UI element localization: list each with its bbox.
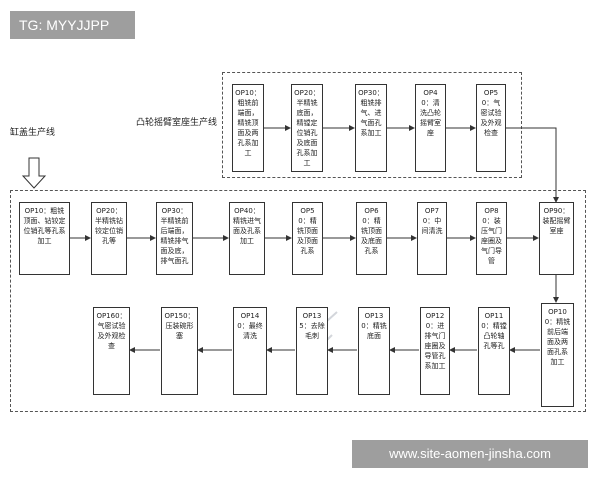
process-box-op60: OP60：精铣顶面及底面孔系 <box>356 202 387 275</box>
process-box-op90: OP90：装配摇臂室座 <box>539 202 574 275</box>
process-box-op20: OP20：半精铣钻铰定位销孔等 <box>91 202 127 275</box>
process-box-top-op30: OP30：粗铣排气、进气面孔系加工 <box>355 84 387 172</box>
process-box-top-op40: OP40：清洗凸轮摇臂室座 <box>415 84 446 172</box>
process-box-op130: OP130：精铣底面 <box>358 307 390 395</box>
process-box-top-op50: OP50：气密试验及外观检查 <box>476 84 506 172</box>
camshaft-line-label: 凸轮摇臂室座生产线 <box>136 118 218 128</box>
process-box-top-op20: OP20：半精铣底面，精镗定位销孔及底面孔系加工 <box>291 84 323 172</box>
camshaft-line-container <box>222 72 522 178</box>
process-box-op50: OP50：精铣顶面及顶面孔系 <box>292 202 323 275</box>
process-box-op110: OP110：精镗凸轮轴孔等孔 <box>478 307 510 395</box>
process-box-op120: OP120：进排气门座圈及导管孔系加工 <box>420 307 450 395</box>
cylinder-line-label: 缸盖生产线 <box>10 128 56 138</box>
watermark-url: www.site-aomen-jinsha.com <box>352 440 588 468</box>
process-box-op140: OP140：最终清洗 <box>233 307 267 395</box>
process-box-op160: OP160：气密试验及外观检查 <box>93 307 130 395</box>
process-box-op30: OP30：半精铣前后端面，精铣排气面及底，排气面孔 <box>156 202 193 275</box>
process-box-op80: OP80：装压气门座圈及气门导管 <box>476 202 507 275</box>
process-box-op70: OP70：中间清洗 <box>417 202 447 275</box>
process-box-op150: OP150：压装碗形塞 <box>161 307 198 395</box>
cylinder-line-container <box>10 190 586 412</box>
process-box-op10: OP10：粗铣顶面、钻铰定位销孔等孔系加工 <box>19 202 70 275</box>
process-box-op40: OP40：精铣进气面及孔系加工 <box>229 202 265 275</box>
process-box-top-op10: OP10：粗铣前端面，精铣顶面及两孔系加工 <box>232 84 264 172</box>
hollow-down-arrow-icon <box>21 157 47 189</box>
arrow-top-to-op90 <box>506 127 559 203</box>
process-box-op135: OP135：去除毛刺 <box>296 307 328 395</box>
process-box-op100: OP100：精铣前后端面及两面孔系加工 <box>541 303 574 407</box>
tag-badge: TG: MYYJJPP <box>10 11 135 39</box>
